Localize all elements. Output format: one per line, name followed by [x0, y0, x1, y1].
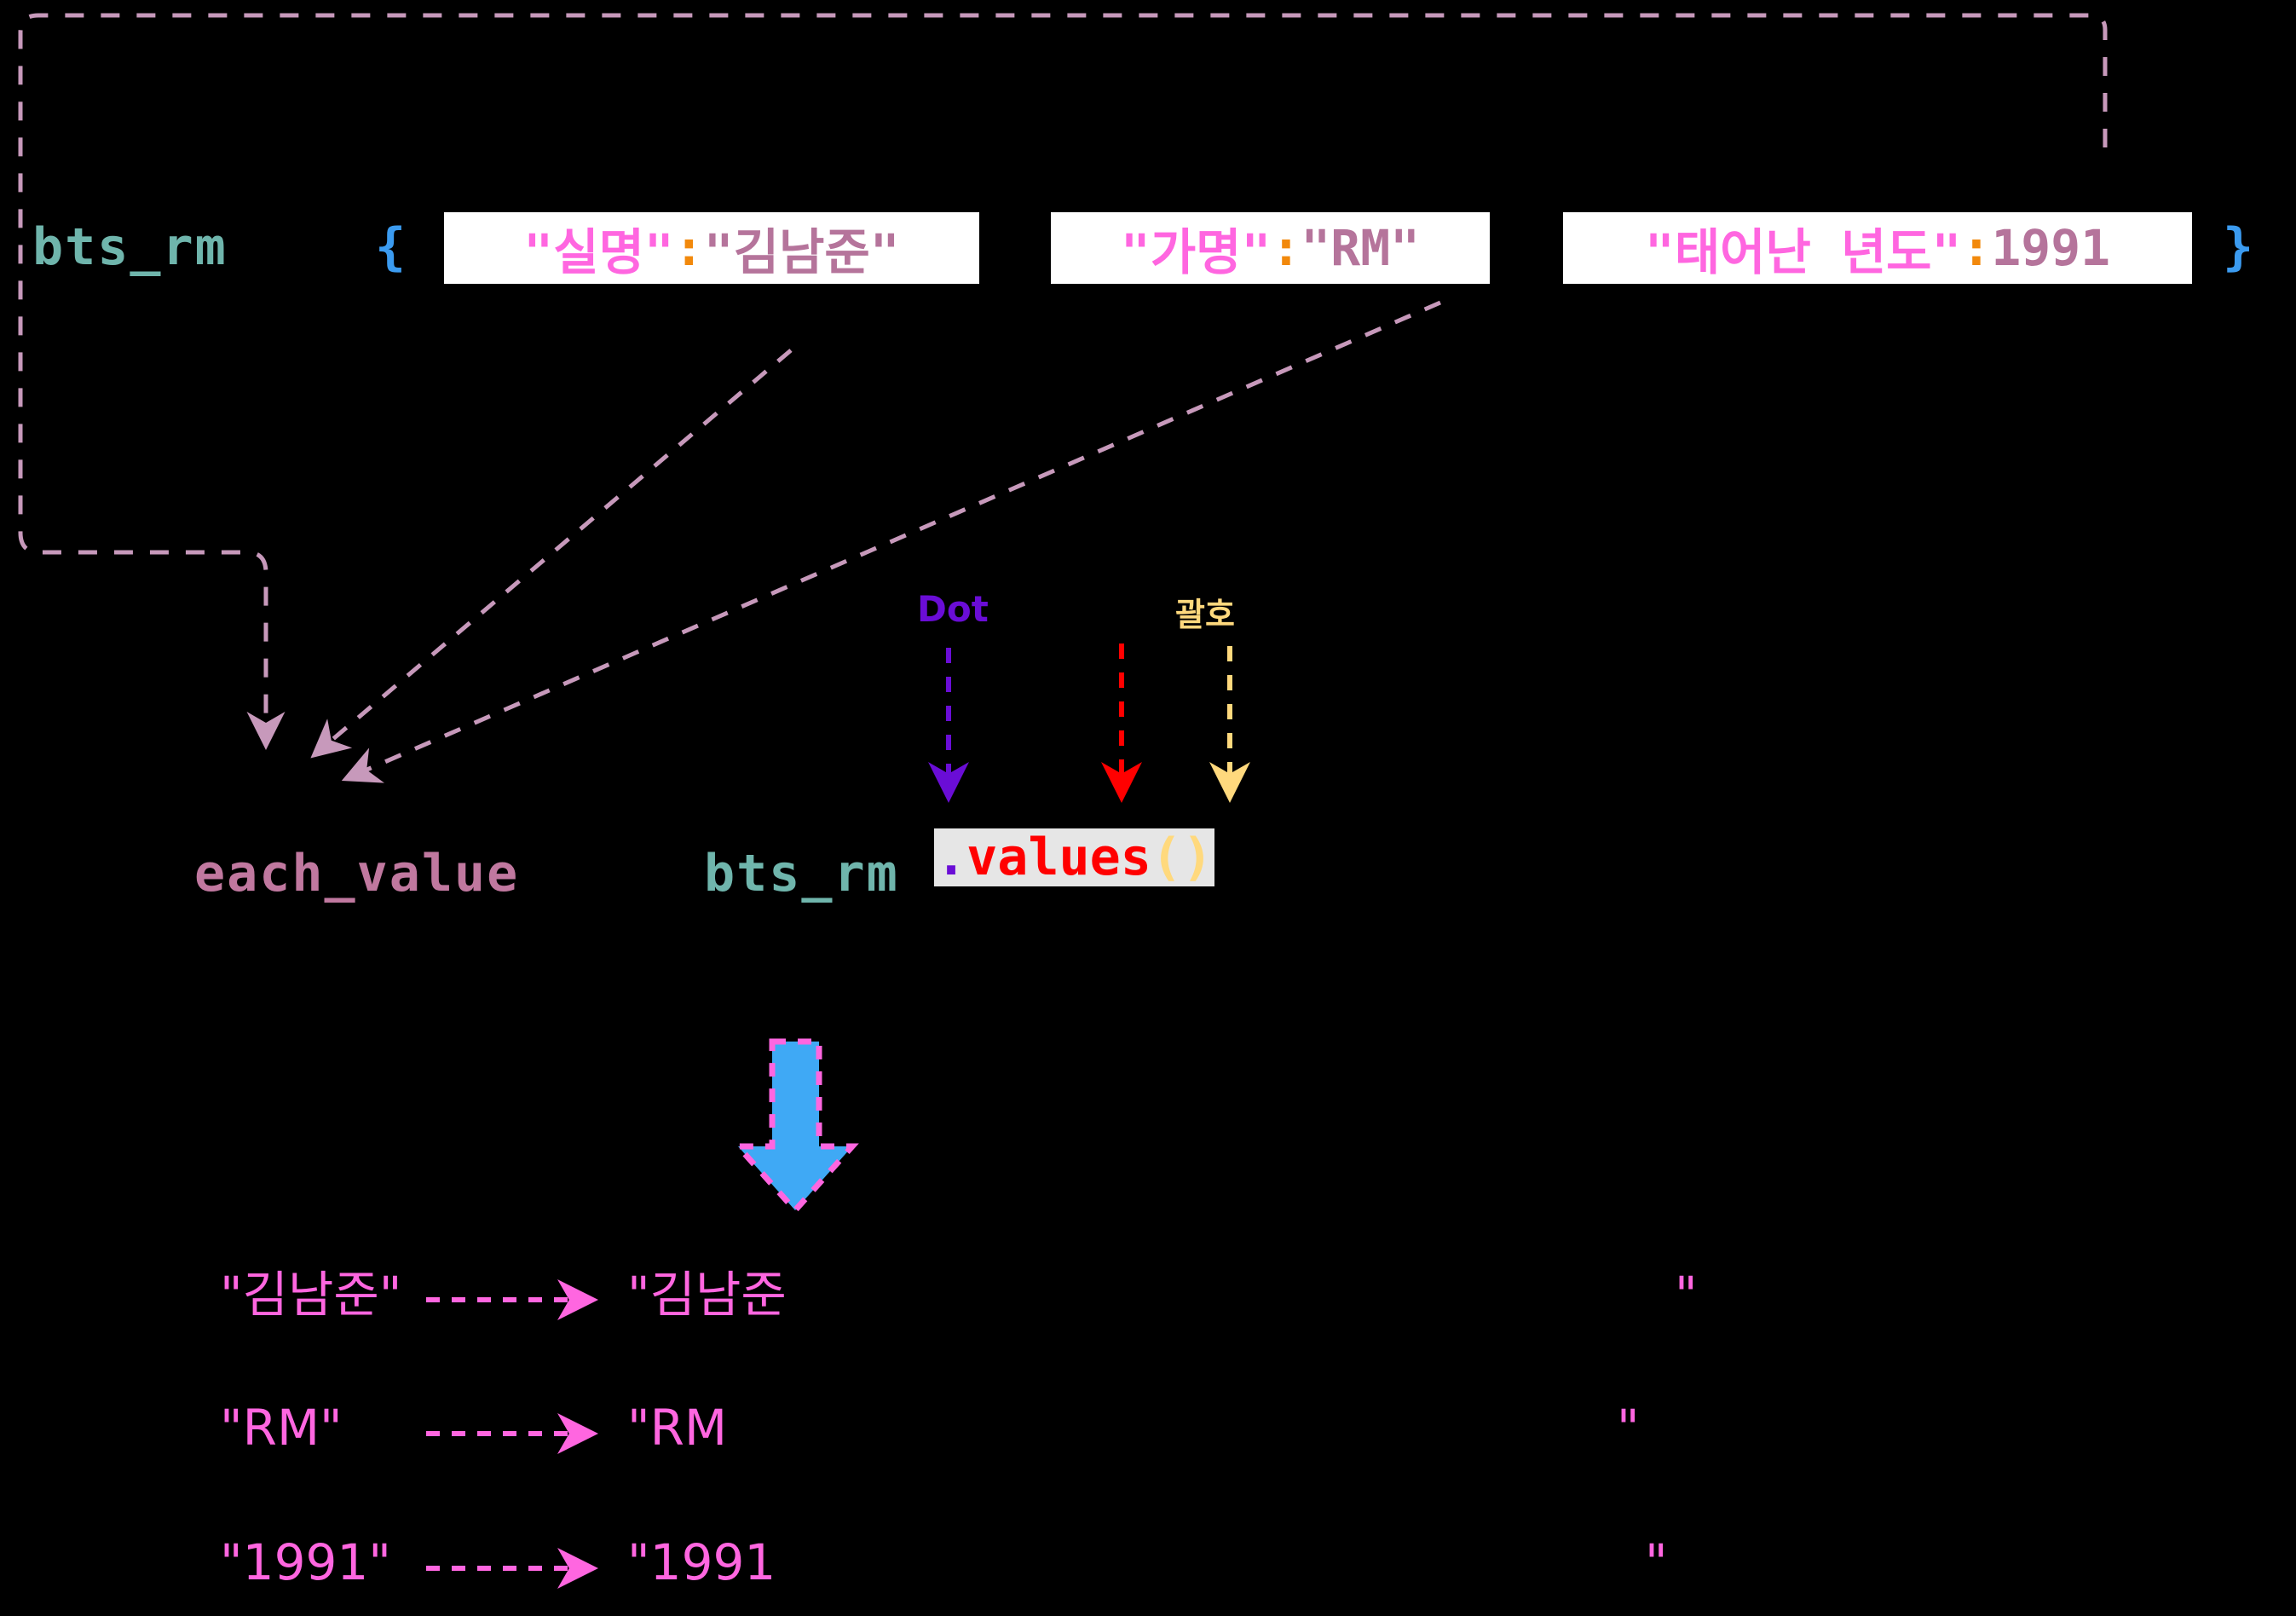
- annotation-label-dot: Dot: [917, 588, 989, 630]
- expression-parentheses: (): [1151, 828, 1214, 887]
- output-tail-quote-3: ": [1645, 1533, 1668, 1591]
- output-result-3: "1991: [627, 1533, 776, 1591]
- dict-pair-birthyear: "태어난 년도" : 1991: [1563, 212, 2192, 284]
- output-source-2: "RM": [220, 1399, 343, 1457]
- dict-key-birthyear: "태어난 년도": [1644, 223, 1962, 281]
- dict-value-stagename: "RM": [1301, 219, 1421, 277]
- output-source-1: "김남준": [220, 1266, 402, 1324]
- connector-value1-to-eachvalue: [310, 349, 793, 759]
- loop-variable-each-value: each_value: [194, 844, 520, 903]
- dict-variable-name: bts_rm: [32, 217, 228, 277]
- dict-pair-realname: "실명" : "김남준": [444, 212, 979, 284]
- output-tail-quote-2: ": [1617, 1399, 1640, 1457]
- dictionary-definition-row: bts_rm { }: [0, 205, 2296, 290]
- connector-dict-to-eachvalue: [18, 13, 2108, 750]
- dict-pair-stagename: "가명" : "RM": [1051, 212, 1490, 284]
- dict-key-realname: "실명": [523, 223, 674, 281]
- dict-open-brace: {: [375, 217, 408, 277]
- dict-colon-1: :: [673, 219, 704, 277]
- output-result-2: "RM: [627, 1399, 728, 1457]
- expression-object-bts-rm: bts_rm: [704, 844, 899, 903]
- dict-colon-2: :: [1271, 219, 1301, 277]
- expression-method-name: values: [966, 828, 1151, 887]
- dict-colon-3: :: [1961, 219, 1992, 277]
- dict-key-stagename: "가명": [1120, 223, 1272, 281]
- dict-value-realname: "김남준": [703, 223, 900, 281]
- connector-value2-to-eachvalue: [341, 300, 1441, 783]
- annotation-label-parentheses: 괄호: [1175, 596, 1235, 633]
- output-result-1: "김남준: [627, 1266, 787, 1324]
- output-source-3: "1991": [220, 1533, 391, 1591]
- dict-close-brace: }: [2223, 217, 2256, 277]
- output-tail-quote-1: ": [1675, 1266, 1698, 1324]
- dict-value-birthyear: 1991: [1991, 219, 2111, 277]
- expression-values-method-call: . values (): [934, 828, 1215, 887]
- expression-dot-operator: .: [936, 828, 967, 887]
- flow-down-arrow: [731, 1038, 859, 1215]
